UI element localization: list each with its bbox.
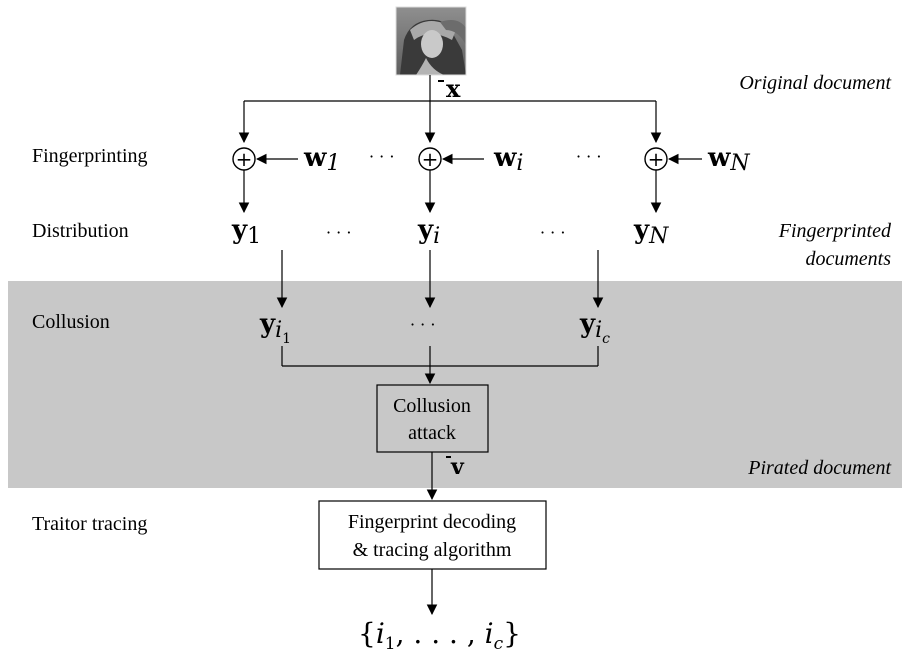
- adder-n: +: [644, 147, 668, 171]
- svg-text:x: x: [446, 74, 461, 103]
- label-distribution: Distribution: [32, 220, 129, 242]
- doc-dots-right: · · ·: [540, 223, 565, 242]
- decoder-box: Fingerprint decoding & tracing algorithm: [318, 500, 547, 570]
- label-collusion: Collusion: [32, 311, 110, 333]
- svg-text:+: +: [236, 147, 253, 171]
- svg-text:+: +: [648, 147, 665, 171]
- fingerprint-w1: w1: [303, 143, 340, 176]
- label-fingerprinted-line2: documents: [805, 248, 891, 270]
- fingerprint-wn: wN: [707, 143, 750, 176]
- pirated-symbol: v: [446, 454, 465, 480]
- label-fingerprinting: Fingerprinting: [32, 145, 148, 167]
- svg-text:& tracing algorithm: & tracing algorithm: [353, 539, 512, 561]
- colluder-copy-1: yi1: [259, 309, 291, 347]
- traced-colluders-set: {i1, . . . , ic}: [358, 617, 521, 654]
- collusion-attack-box: Collusion attack: [376, 384, 489, 453]
- fingerprint-dots-right: · · ·: [576, 147, 601, 166]
- svg-text:attack: attack: [408, 422, 456, 444]
- svg-text:Collusion: Collusion: [393, 395, 471, 417]
- colluder-copy-c: yic: [579, 309, 610, 347]
- doc-y1: y1: [231, 215, 261, 249]
- original-symbol: x: [438, 74, 461, 103]
- colluder-dots: · · ·: [410, 315, 435, 334]
- doc-dots-left: · · ·: [326, 223, 351, 242]
- svg-text:+: +: [422, 147, 439, 171]
- adder-1: +: [232, 147, 256, 171]
- fingerprint-wi: wi: [493, 143, 523, 176]
- label-traitor-tracing: Traitor tracing: [32, 513, 147, 535]
- svg-text:Fingerprint decoding: Fingerprint decoding: [348, 511, 516, 533]
- label-fingerprinted-line1: Fingerprinted: [778, 220, 892, 242]
- doc-yi: yi: [417, 215, 440, 249]
- original-image: [395, 6, 467, 76]
- adder-i: +: [418, 147, 442, 171]
- doc-yn: yN: [633, 215, 669, 249]
- label-pirated-document: Pirated document: [747, 457, 891, 479]
- fingerprint-dots-left: · · ·: [369, 147, 394, 166]
- svg-text:v: v: [450, 454, 465, 480]
- label-original-document: Original document: [739, 72, 891, 94]
